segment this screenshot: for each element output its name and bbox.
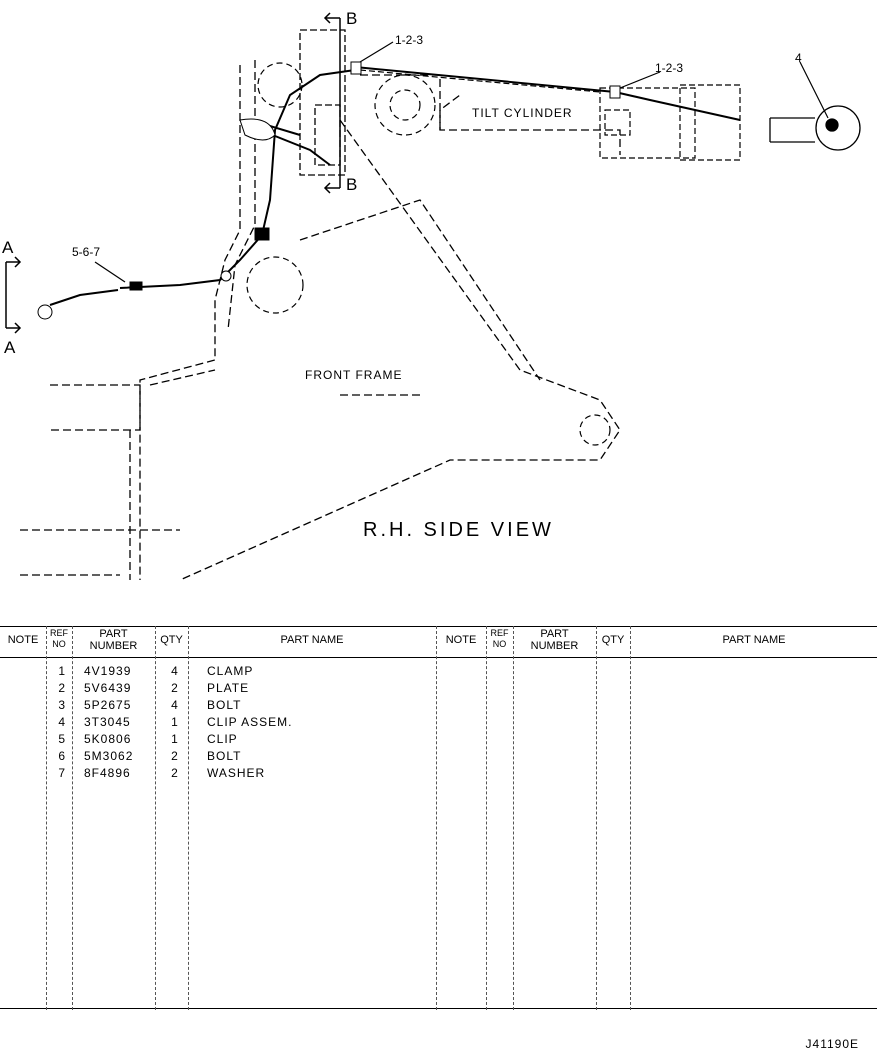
col-divider — [72, 626, 73, 1010]
row-part-number: 4V1939 — [84, 664, 132, 678]
row-part-number: 5K0806 — [84, 732, 132, 746]
row-part-name: WASHER — [207, 766, 266, 780]
row-part-number: 5P2675 — [84, 698, 132, 712]
clamp-markers — [37, 61, 621, 320]
table-top-rule — [0, 626, 877, 627]
callout-1-2-3-upper: 1-2-3 — [395, 33, 423, 47]
tilt-cylinder-label: TILT CYLINDER — [472, 106, 573, 120]
row-qty: 2 — [171, 766, 179, 780]
header-number-right: NUMBER — [530, 640, 579, 652]
tilt-cylinder-outline — [359, 69, 741, 161]
rh-side-view-illustration: B B A A 1-2-3 1-2-3 4 5-6-7 TILT CYLINDE… — [2, 9, 861, 581]
header-ref: REF — [50, 628, 68, 638]
row-part-name: BOLT — [207, 749, 242, 763]
row-part-name: CLIP — [207, 732, 238, 746]
header-number: NUMBER — [89, 640, 138, 652]
row-ref: 4 — [58, 715, 66, 729]
section-arrows — [5, 12, 341, 334]
pivot-circles — [246, 62, 611, 446]
row-qty: 1 — [171, 732, 179, 746]
row-part-number: 8F4896 — [84, 766, 131, 780]
section-b-bottom-label: B — [346, 175, 357, 194]
row-part-name: CLAMP — [207, 664, 254, 678]
row-ref: 2 — [58, 681, 66, 695]
leader-lines — [94, 41, 829, 283]
section-b-top-label: B — [346, 9, 357, 28]
linkage-bracket — [299, 29, 346, 176]
header-qty-right: QTY — [601, 634, 625, 646]
header-part-name: PART NAME — [280, 634, 344, 646]
row-ref: 1 — [58, 664, 66, 678]
row-part-name: PLATE — [207, 681, 250, 695]
col-divider — [513, 626, 514, 1010]
row-ref: 3 — [58, 698, 66, 712]
parts-table: NOTE REF NO PART NUMBER QTY PART NAME NO… — [0, 626, 877, 1010]
section-a-bottom-label: A — [4, 338, 16, 357]
row-part-number: 3T3045 — [84, 715, 131, 729]
harness-line — [49, 66, 741, 306]
clip-assembly-4 — [769, 105, 861, 151]
col-divider — [46, 626, 47, 1010]
header-no: NO — [52, 639, 66, 649]
row-qty: 4 — [171, 664, 179, 678]
row-ref: 7 — [58, 766, 66, 780]
header-ref-right: REF — [490, 628, 509, 638]
header-note-right: NOTE — [445, 634, 477, 646]
header-qty: QTY — [160, 634, 183, 646]
col-divider — [155, 626, 156, 1010]
row-part-name: BOLT — [207, 698, 242, 712]
row-qty: 2 — [171, 681, 179, 695]
row-part-number: 5M3062 — [84, 749, 134, 763]
header-note: NOTE — [7, 634, 39, 646]
row-part-number: 5V6439 — [84, 681, 132, 695]
callout-1-2-3-right: 1-2-3 — [655, 61, 683, 75]
table-header-rule — [0, 657, 877, 658]
document-id: J41190E — [805, 1037, 859, 1051]
front-frame-outline — [20, 60, 621, 581]
section-a-top-label: A — [2, 238, 14, 257]
callout-4: 4 — [795, 51, 802, 65]
header-part-right: PART — [540, 628, 569, 640]
col-divider — [486, 626, 487, 1010]
view-title: R.H. SIDE VIEW — [363, 519, 554, 541]
row-part-name: CLIP ASSEM. — [207, 715, 293, 729]
table-bottom-rule — [0, 1008, 877, 1009]
callout-5-6-7: 5-6-7 — [72, 245, 100, 259]
row-qty: 1 — [171, 715, 179, 729]
header-part: PART — [99, 628, 128, 640]
row-ref: 6 — [58, 749, 66, 763]
col-divider — [188, 626, 189, 1010]
header-part-name-right: PART NAME — [722, 634, 786, 646]
header-no-right: NO — [492, 639, 507, 649]
front-frame-label: FRONT FRAME — [305, 368, 402, 382]
col-divider — [596, 626, 597, 1010]
row-qty: 2 — [171, 749, 179, 763]
row-qty: 4 — [171, 698, 179, 712]
row-ref: 5 — [58, 732, 66, 746]
col-divider — [630, 626, 631, 1010]
col-divider — [436, 626, 437, 1010]
